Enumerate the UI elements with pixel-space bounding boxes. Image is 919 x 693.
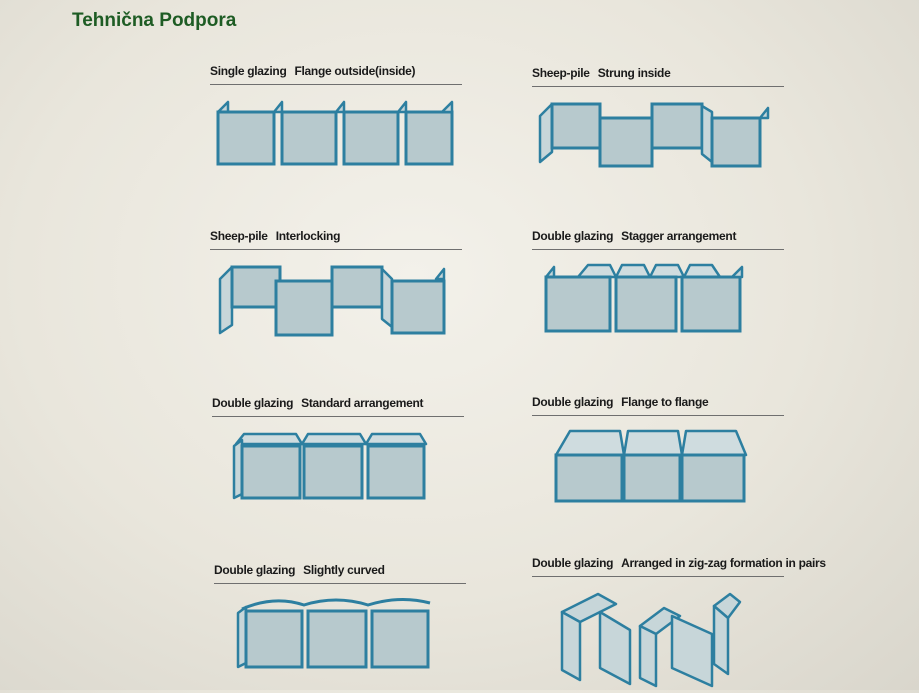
caption-arrangement: Strung inside xyxy=(597,66,671,80)
diagram-panel-double-glazing-slightly-curved: Double glazing Slightly curved xyxy=(214,563,469,693)
diagram-panel-double-glazing-zig-zag: Double glazing Arranged in zig-zag format… xyxy=(532,556,826,688)
sheet-pile-diagram xyxy=(232,432,428,500)
panel-caption: Double glazing Stagger arrangement xyxy=(532,229,736,243)
caption-glazing: Sheep-pile xyxy=(532,66,590,80)
caption-arrangement: Stagger arrangement xyxy=(621,229,737,243)
caption-rule xyxy=(532,86,784,87)
caption-rule xyxy=(210,249,462,250)
caption-glazing: Single glazing xyxy=(210,64,287,78)
diagram-panel-double-glazing-stagger: Double glazing Stagger arrangement xyxy=(532,229,787,359)
panel-caption: Double glazing Flange to flange xyxy=(532,395,709,409)
sheet-pile-diagram xyxy=(218,265,446,337)
sheet-pile-diagram xyxy=(236,598,431,669)
caption-arrangement: Slightly curved xyxy=(303,563,385,577)
sheet-pile-diagram xyxy=(538,102,770,168)
caption-arrangement: Flange to flange xyxy=(621,395,709,409)
diagram-panel-sheep-pile-strung-inside: Sheep-pile Strung inside xyxy=(532,66,787,196)
diagram-panel-sheep-pile-interlocking: Sheep-pile Interlocking xyxy=(210,229,465,359)
caption-rule xyxy=(212,416,464,417)
panel-caption: Sheep-pile Strung inside xyxy=(532,66,671,80)
caption-arrangement: Flange outside(inside) xyxy=(294,64,416,78)
caption-rule xyxy=(532,249,784,250)
caption-glazing: Double glazing xyxy=(212,396,294,410)
panel-caption: Double glazing Arranged in zig-zag format… xyxy=(532,556,826,570)
sheet-pile-diagram xyxy=(560,592,742,688)
diagram-panel-double-glazing-flange-to-flange: Double glazing Flange to flange xyxy=(532,395,787,525)
caption-glazing: Double glazing xyxy=(532,395,614,409)
panel-caption: Double glazing Standard arrangement xyxy=(212,396,423,410)
sheet-pile-diagram xyxy=(554,429,748,503)
caption-rule xyxy=(214,583,466,584)
diagram-panel-double-glazing-standard: Double glazing Standard arrangement xyxy=(212,396,467,526)
caption-rule xyxy=(532,576,784,577)
diagram-panel-single-glazing-flange-outside: Single glazing Flange outside(inside) xyxy=(210,64,465,194)
caption-glazing: Sheep-pile xyxy=(210,229,268,243)
caption-arrangement: Interlocking xyxy=(275,229,341,243)
caption-rule xyxy=(210,84,462,85)
sheet-pile-diagram xyxy=(216,100,454,166)
caption-glazing: Double glazing xyxy=(532,229,614,243)
caption-rule xyxy=(532,415,784,416)
panel-caption: Double glazing Slightly curved xyxy=(214,563,385,577)
caption-glazing: Double glazing xyxy=(532,556,614,570)
caption-arrangement: Standard arrangement xyxy=(301,396,424,410)
caption-glazing: Double glazing xyxy=(214,563,296,577)
caption-arrangement: Arranged in zig-zag formation in pairs xyxy=(621,556,826,570)
sheet-pile-diagram xyxy=(544,263,744,333)
panel-caption: Sheep-pile Interlocking xyxy=(210,229,340,243)
panel-caption: Single glazing Flange outside(inside) xyxy=(210,64,416,78)
page-title: Tehnična Podpora xyxy=(72,10,237,31)
